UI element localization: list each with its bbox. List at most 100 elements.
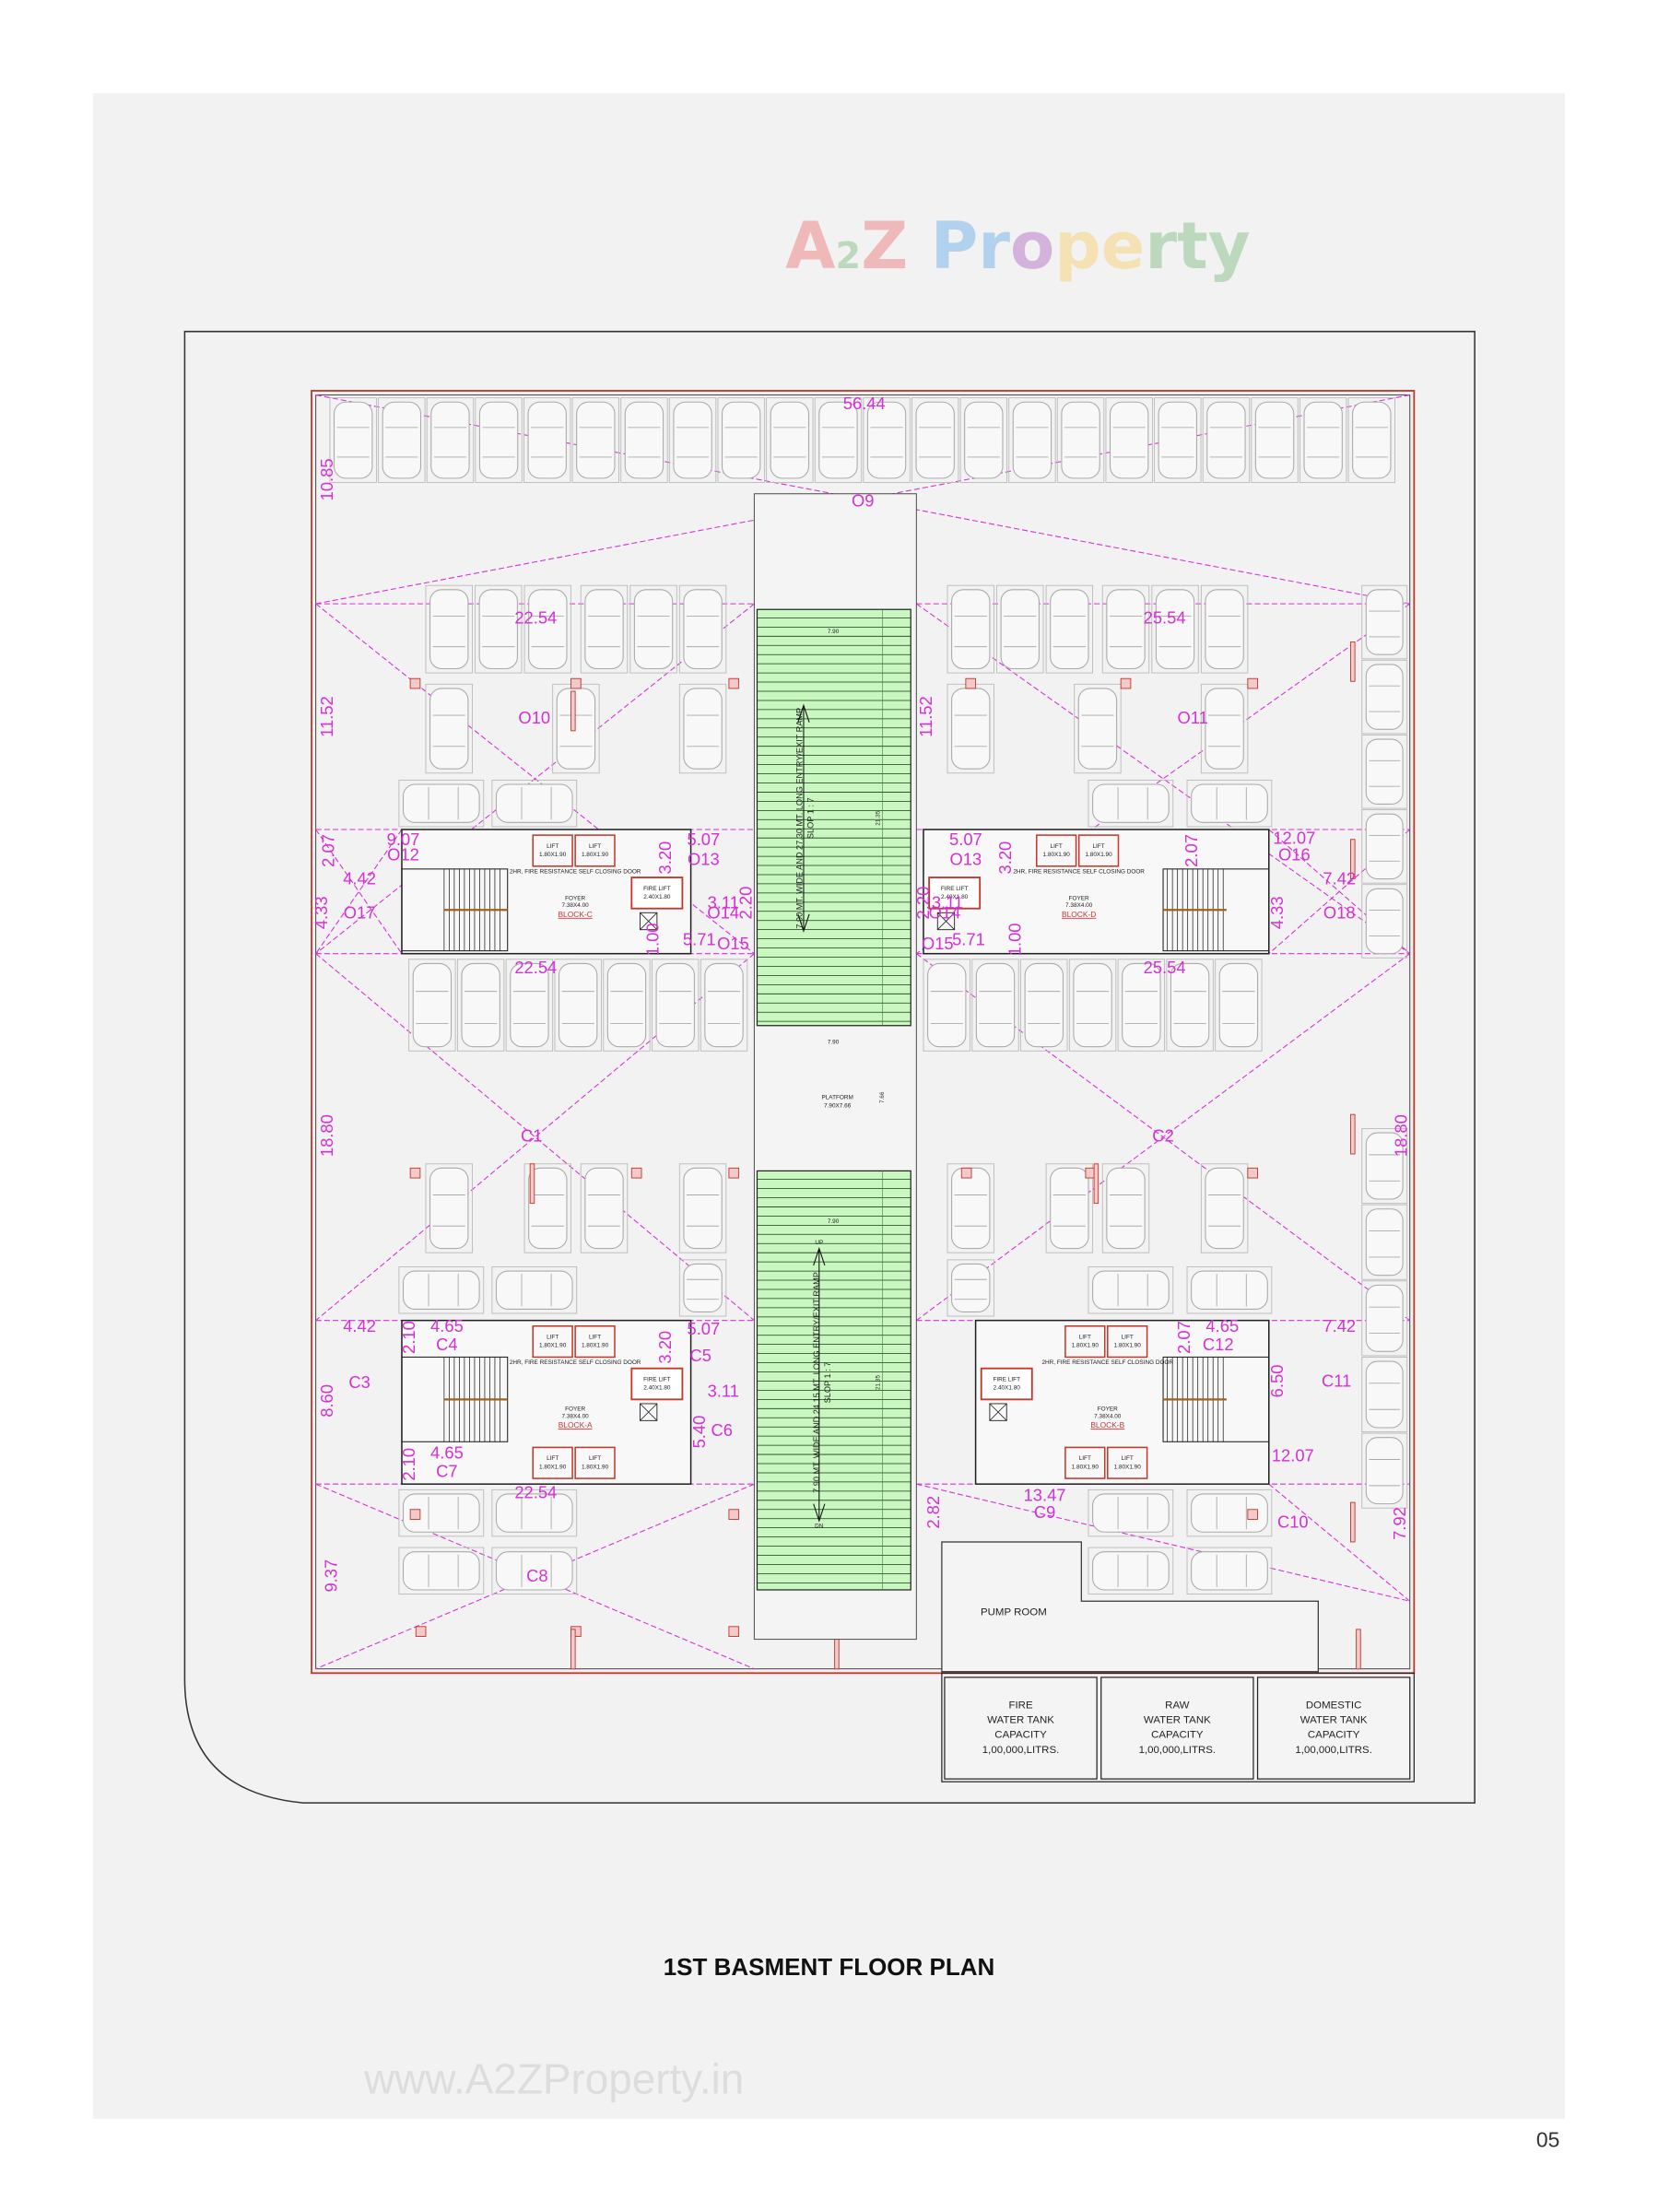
dimension-label: 22.54 xyxy=(514,958,557,977)
shear-wall xyxy=(1350,641,1356,682)
car-parking-slot xyxy=(425,1163,473,1253)
dimension-label: 2.20 xyxy=(735,887,755,920)
dimension-label: 11.52 xyxy=(916,696,935,737)
dimension-label: 18.80 xyxy=(1392,1114,1411,1157)
car-parking-slot xyxy=(1202,397,1251,483)
dimension-label: O15 xyxy=(922,934,954,953)
dimension-label: 7.42 xyxy=(1323,1316,1356,1335)
dimension-label: 2.07 xyxy=(1182,834,1201,867)
dimension-label: O15 xyxy=(717,934,749,953)
dimension-label: 6.50 xyxy=(1267,1365,1287,1398)
fire-lift-label: FIRE LIFT xyxy=(941,886,969,892)
tank-type: RAW xyxy=(1165,1700,1189,1712)
car-parking-slot xyxy=(1361,659,1408,735)
dimension-label: 18.80 xyxy=(317,1114,336,1157)
car-parking-slot xyxy=(717,397,765,483)
car-parking-slot xyxy=(1105,397,1153,483)
upper-ramp-width: 7.90 xyxy=(828,629,840,635)
car-parking-slot xyxy=(1088,1266,1174,1314)
car-parking-slot xyxy=(814,397,863,483)
dimension-label: 4.42 xyxy=(343,1316,376,1335)
tank-line2: WATER TANK xyxy=(987,1715,1054,1726)
lift xyxy=(532,1446,573,1479)
car-parking-slot xyxy=(766,397,814,483)
dimension-label: 22.54 xyxy=(514,1483,557,1502)
car-parking-slot xyxy=(1251,397,1299,483)
dimension-label: O14 xyxy=(707,902,739,922)
dimension-label: C5 xyxy=(690,1346,711,1365)
tank-line3: CAPACITY xyxy=(994,1730,1047,1741)
car-parking-slot xyxy=(1088,779,1174,828)
car-parking-slot xyxy=(552,683,600,774)
dimension-label: C11 xyxy=(1322,1371,1351,1391)
foyer-label: FOYER xyxy=(565,896,585,902)
car-parking-slot xyxy=(571,397,620,483)
grid-diagonal xyxy=(1268,1483,1411,1602)
car-parking-slot xyxy=(1299,397,1347,483)
lift-size: 1.80X1.90 xyxy=(1114,1464,1142,1470)
platform-depth: 7.66 xyxy=(879,1091,886,1103)
water-tank xyxy=(1256,1677,1411,1780)
dimension-label: 25.54 xyxy=(1144,608,1186,628)
staircase xyxy=(401,868,509,952)
lift xyxy=(1064,1325,1106,1359)
lift-size: 1.80X1.90 xyxy=(539,1343,567,1349)
grid-diagonal xyxy=(315,603,755,955)
car-parking-slot xyxy=(1186,779,1273,828)
column xyxy=(960,1167,972,1179)
car-parking-slot xyxy=(700,959,748,1052)
dimension-label: 5.71 xyxy=(952,930,985,949)
shaft-cross xyxy=(989,1403,1007,1421)
column xyxy=(630,1167,642,1179)
tank-line2: WATER TANK xyxy=(1300,1715,1368,1726)
car-parking-slot xyxy=(1215,959,1263,1052)
foyer-size: 7.38X4.00 xyxy=(1094,1413,1122,1419)
logo-text: A2Z Property xyxy=(785,208,1251,284)
car-parking-slot xyxy=(408,959,456,1052)
foyer-size: 7.38X4.00 xyxy=(562,1413,590,1419)
car-parking-slot xyxy=(398,1266,485,1314)
car-parking-slot xyxy=(678,584,727,674)
car-parking-slot xyxy=(1186,1547,1273,1595)
lift-label: LIFT xyxy=(1079,1455,1091,1462)
upper-ramp-length: 21.35 xyxy=(876,810,882,825)
fire-lift-label: FIRE LIFT xyxy=(643,886,671,892)
car-parking-slot xyxy=(1045,584,1094,674)
foyer-label: FOYER xyxy=(1098,1406,1118,1413)
shaft xyxy=(989,1403,1007,1421)
block-name: BLOCK-A xyxy=(559,1420,593,1430)
dimension-label: O10 xyxy=(518,708,550,727)
lift-size: 1.80X1.90 xyxy=(1072,1464,1099,1470)
dimension-label: 5.07 xyxy=(687,1319,720,1338)
car-parking-slot xyxy=(554,959,602,1052)
dimension-label: O16 xyxy=(1278,845,1311,865)
shaft xyxy=(640,912,658,931)
dimension-label: 22.54 xyxy=(514,608,557,628)
car-parking-slot xyxy=(1200,584,1249,674)
dimension-label: O17 xyxy=(344,902,376,922)
ramp-down-label: DN xyxy=(815,1524,824,1530)
shear-wall xyxy=(1356,1629,1361,1670)
fire-lift-size: 2.40X1.80 xyxy=(994,1385,1021,1392)
dimension-label: 4.33 xyxy=(1267,896,1287,929)
dimension-label: 5.71 xyxy=(683,930,716,949)
dimension-label: 3.11 xyxy=(708,893,739,912)
car-parking-slot xyxy=(523,397,571,483)
core-block-b: LIFT1.80X1.90LIFT1.80X1.90LIFT1.80X1.90L… xyxy=(974,1319,1270,1485)
lift-size: 1.80X1.90 xyxy=(1072,1343,1099,1349)
car-parking-slot xyxy=(1101,584,1150,674)
block-name: BLOCK-C xyxy=(558,910,592,919)
shear-wall xyxy=(1350,839,1356,880)
column xyxy=(728,1167,740,1179)
plan-title: 1ST BASMENT FLOOR PLAN xyxy=(664,1953,995,1981)
dimension-label: 5.40 xyxy=(689,1416,709,1449)
car-parking-slot xyxy=(523,584,572,674)
fire-door-note: 2HR, FIRE RESISTANCE SELF CLOSING DOOR xyxy=(510,868,641,875)
dimension-label: C6 xyxy=(711,1420,732,1440)
shear-wall xyxy=(570,690,576,732)
water-tank xyxy=(1100,1677,1254,1780)
car-parking-slot xyxy=(1200,1163,1249,1253)
dimension-label: C7 xyxy=(436,1462,457,1481)
car-parking-slot xyxy=(947,584,994,674)
shear-wall xyxy=(529,1163,535,1205)
